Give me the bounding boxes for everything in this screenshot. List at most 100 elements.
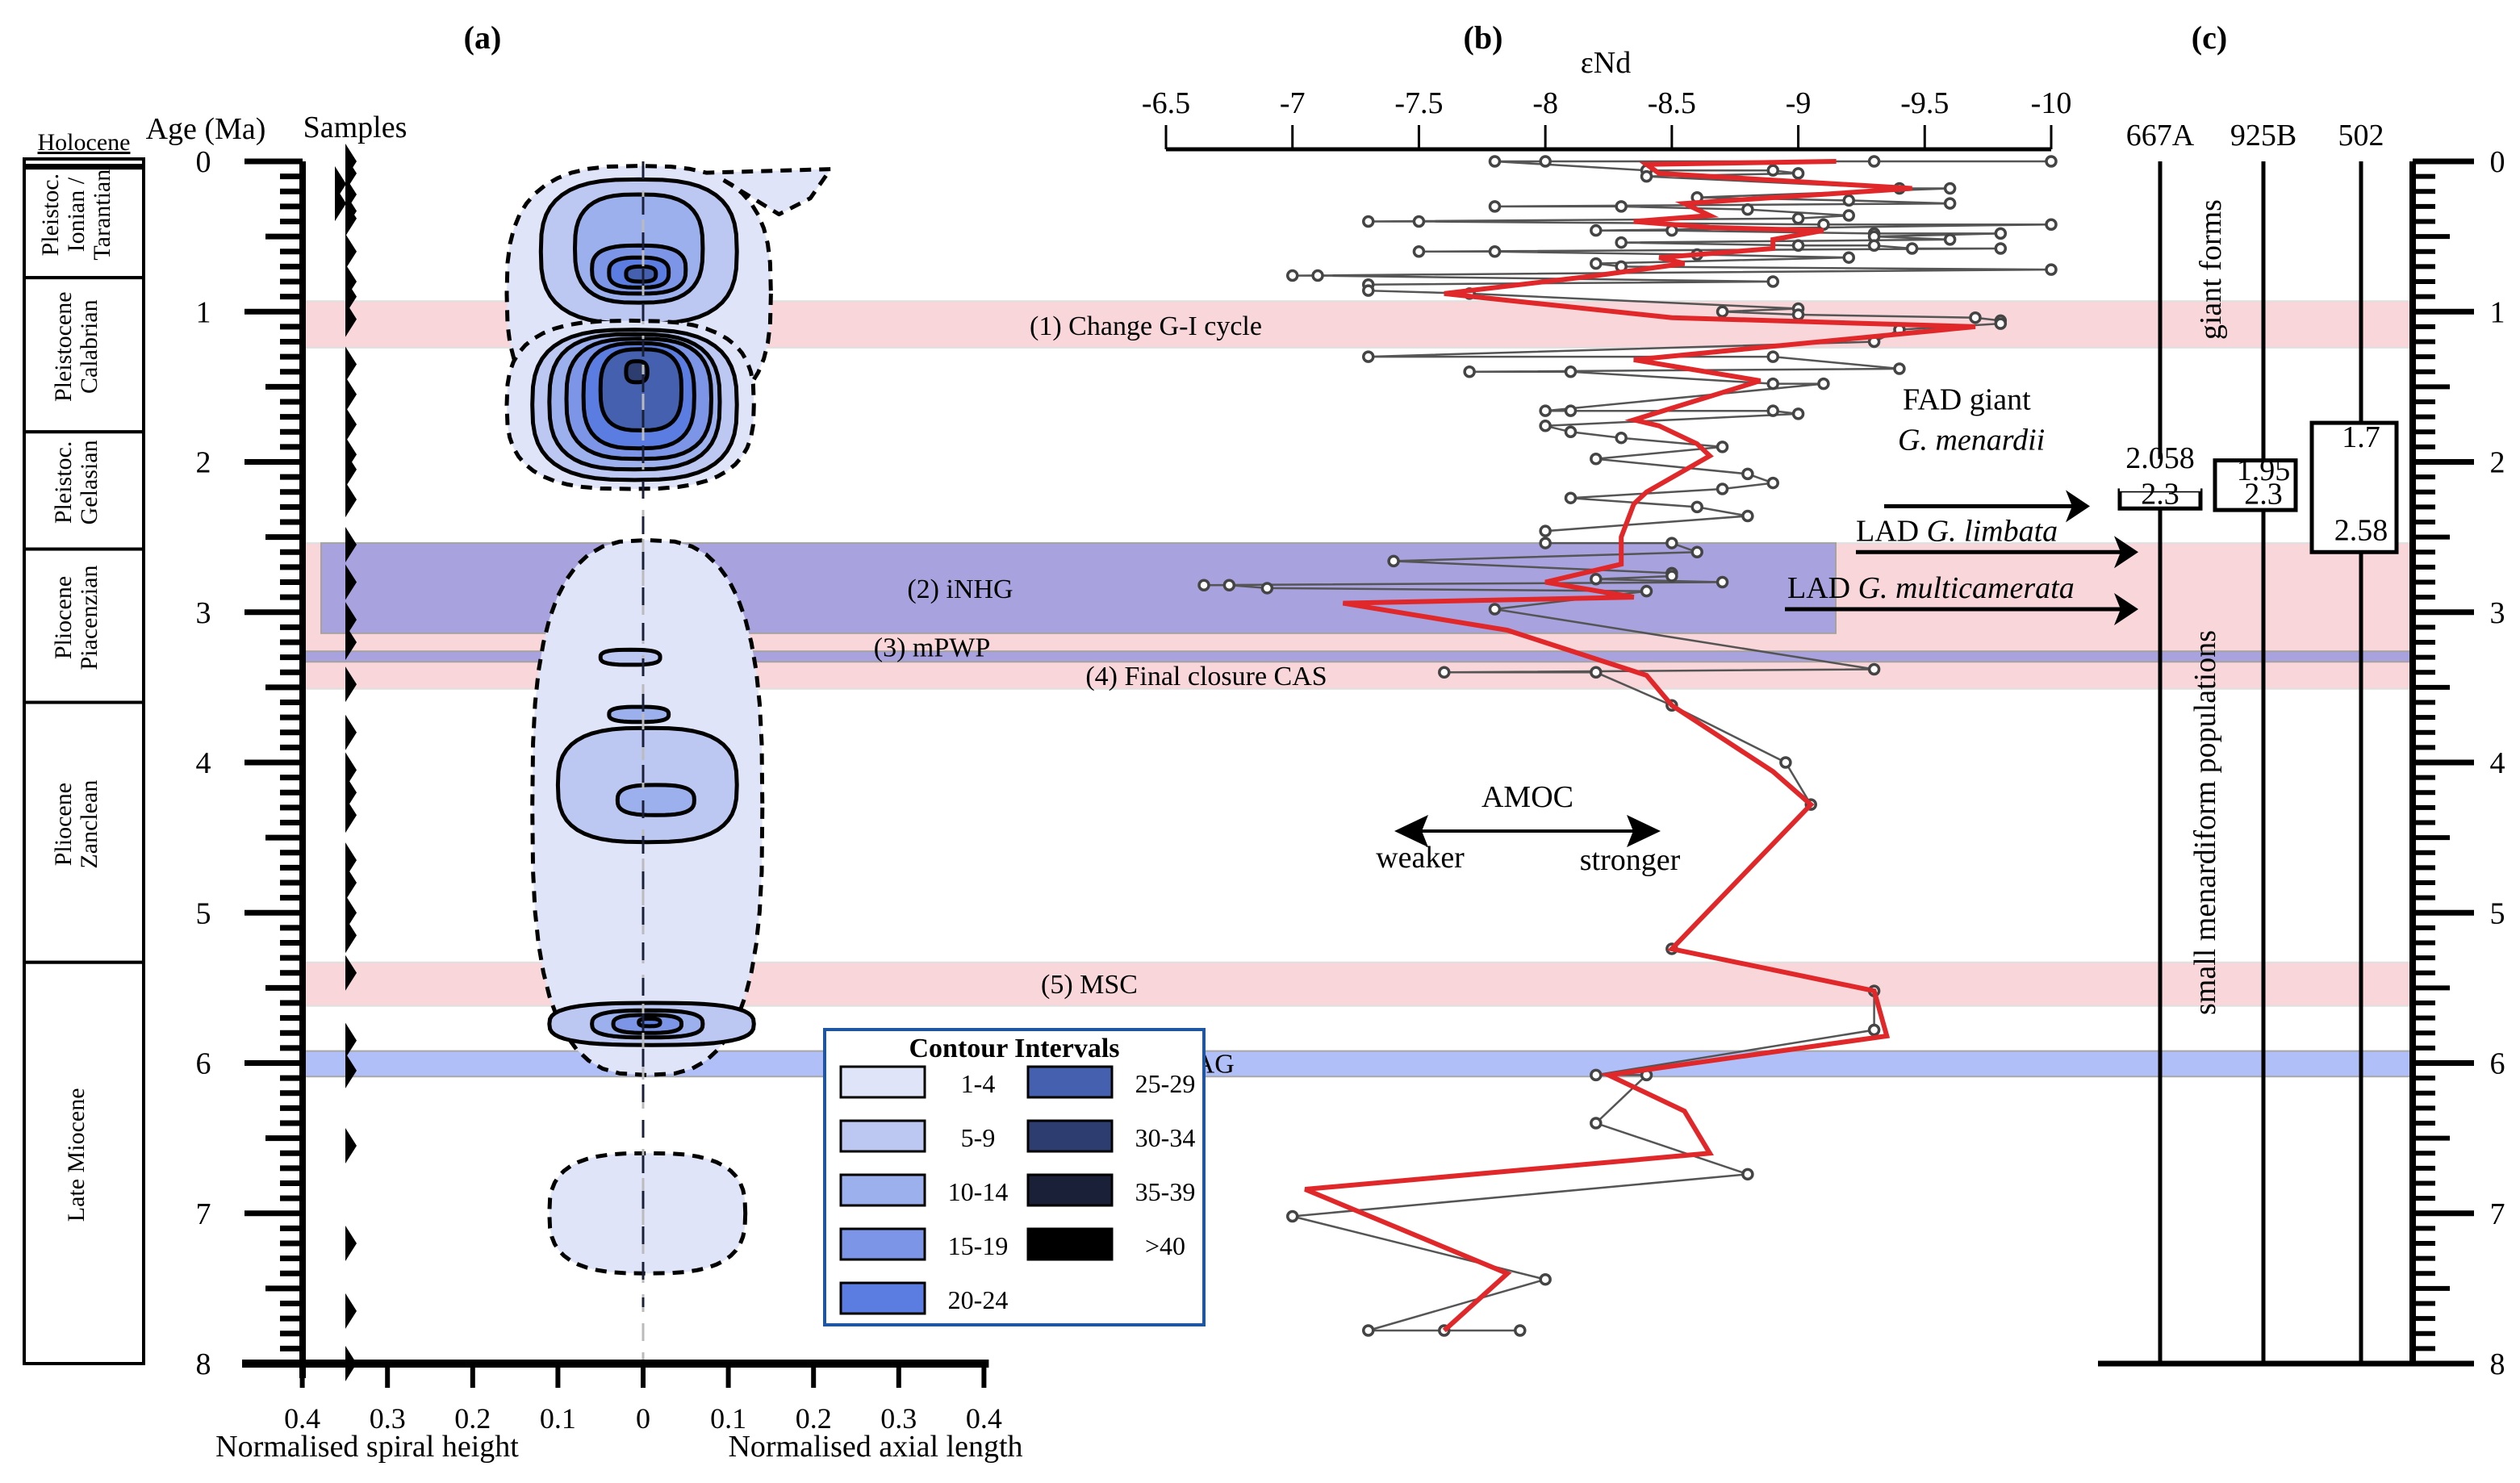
event-label-3: (3) mPWP: [874, 633, 991, 662]
stage-label-holocene: Holocene: [38, 129, 131, 156]
raw-data-point: [1905, 242, 1919, 255]
amoc-weaker: weaker: [1376, 841, 1465, 875]
stage-label: Pleistoc.: [50, 441, 77, 524]
sample-triangle-icon: [345, 1226, 357, 1261]
raw-data-point: [1564, 404, 1578, 417]
stage-label: Tarantian: [89, 169, 115, 261]
sample-triangle-icon: [345, 625, 357, 660]
amoc-annotation: AMOC weaker stronger: [1376, 780, 1680, 877]
raw-data-point: [1590, 666, 1603, 679]
range-top-label: 1.95: [2237, 453, 2291, 487]
raw-data-point: [1539, 155, 1552, 168]
sample-triangle-icon: [345, 666, 357, 703]
legend-label: 25-29: [1135, 1069, 1196, 1098]
end-axis-tick-label: -7.5: [1394, 86, 1443, 120]
left-axis-tick-label: 7: [196, 1197, 211, 1231]
raw-data-point: [1387, 554, 1400, 568]
sample-triangle-icon: [345, 917, 357, 954]
raw-data-point: [1766, 377, 1779, 391]
age-axis-label: Age (Ma): [146, 112, 266, 146]
raw-data-point: [1842, 209, 1856, 222]
end-axis-tick-label: -10: [2031, 86, 2072, 120]
raw-data-point: [1539, 524, 1552, 537]
stage-label: Ionian /: [63, 177, 90, 252]
right-axis-tick-label: 1: [2490, 295, 2505, 329]
stage-label: Piacenzian: [76, 566, 102, 670]
bottom-axis-tick-label: 0.2: [796, 1402, 832, 1435]
sample-triangle-icon: [345, 714, 357, 750]
sample-triangle-icon: [345, 1022, 357, 1059]
arrow-right-icon: [2066, 490, 2090, 523]
raw-data-point: [2045, 218, 2058, 231]
bottom-axis-tick-label: 0.1: [540, 1402, 576, 1435]
raw-data-point: [1361, 215, 1375, 228]
lad-prefix: LAD: [1856, 514, 1927, 548]
raw-data-point: [1791, 239, 1805, 253]
right-axis-tick-label: 3: [2490, 596, 2505, 630]
event-band-2: [320, 542, 1837, 634]
stage-label: Pliocene: [50, 783, 77, 866]
raw-data-point: [1488, 245, 1502, 258]
raw-data-point: [1488, 155, 1502, 168]
raw-data-point: [1943, 182, 1957, 195]
raw-data-point: [1514, 1324, 1527, 1337]
contour-1-4: [547, 1151, 748, 1276]
arrow-right-icon: [1627, 815, 1661, 847]
legend-label: 1-4: [961, 1069, 996, 1098]
raw-data-point: [1943, 197, 1957, 210]
arrow-left-icon: [1394, 815, 1428, 847]
raw-data-point: [1640, 584, 1653, 598]
lad-species: G. multicamerata: [1858, 571, 2075, 605]
raw-data-point: [1779, 756, 1792, 769]
raw-data-point: [1766, 404, 1779, 417]
raw-data-point: [1488, 603, 1502, 616]
raw-data-point: [1690, 500, 1703, 514]
raw-data-point: [1791, 308, 1805, 321]
end-axis-label: εNd: [1581, 46, 1631, 80]
smoothed-series-line: [1304, 159, 1976, 1333]
sample-triangle-icon: [345, 842, 357, 879]
legend-label: 35-39: [1135, 1177, 1196, 1206]
bottom-axis-tick-label: 0.4: [284, 1402, 320, 1435]
left-axis-tick-label: 0: [196, 145, 211, 179]
stage-box: [23, 430, 145, 551]
sample-markers: [335, 144, 357, 1381]
sample-triangle-icon: [345, 955, 357, 991]
bottom-axis-tick-label: 0.2: [454, 1402, 491, 1435]
raw-data-point: [1741, 509, 1754, 523]
end-axis: -6.5-7-7.5-8-8.5-9-9.5-10: [1142, 86, 2072, 152]
legend-swatch: [1026, 1065, 1114, 1099]
event-label-5: (5) MSC: [1041, 970, 1138, 1000]
raw-data-point: [1539, 537, 1552, 549]
raw-data-point: [1488, 200, 1502, 213]
left-axis-tick-label: 4: [196, 746, 211, 780]
left-axis-tick-label: 8: [196, 1347, 211, 1381]
legend-swatch: [1026, 1173, 1114, 1207]
raw-data-point: [1817, 218, 1830, 231]
stage-holocene-box: [23, 157, 145, 167]
sample-triangle-icon: [345, 278, 357, 315]
raw-data-point: [1994, 242, 2008, 255]
end-axis-tick-label: -9: [1786, 86, 1812, 120]
sample-triangle-icon: [345, 1052, 357, 1088]
right-axis-tick-label: 6: [2490, 1047, 2505, 1081]
bottom-axis-tick-label: 0: [636, 1402, 650, 1435]
lad-multicamerata-label: LAD G. multicamerata: [1787, 571, 2075, 605]
right-axis-tick-label: 7: [2490, 1197, 2505, 1231]
left-axis-tick-label: 2: [196, 446, 211, 480]
raw-data-point: [1867, 239, 1881, 253]
sample-triangle-icon: [345, 451, 357, 487]
stage-label: Calabrian: [76, 299, 102, 394]
raw-data-point: [1564, 366, 1578, 378]
raw-data-point: [1361, 1324, 1375, 1337]
legend-swatch: [839, 1119, 926, 1153]
end-axis-tick-label: -9.5: [1900, 86, 1949, 120]
range-bottom-label: 2.58: [2334, 513, 2388, 547]
contour-plot: [504, 164, 833, 1276]
raw-data-point: [1716, 575, 1729, 589]
stage-label: Late Miocene: [63, 1088, 90, 1222]
samples-label: Samples: [303, 111, 407, 144]
raw-data-point: [1285, 269, 1299, 282]
